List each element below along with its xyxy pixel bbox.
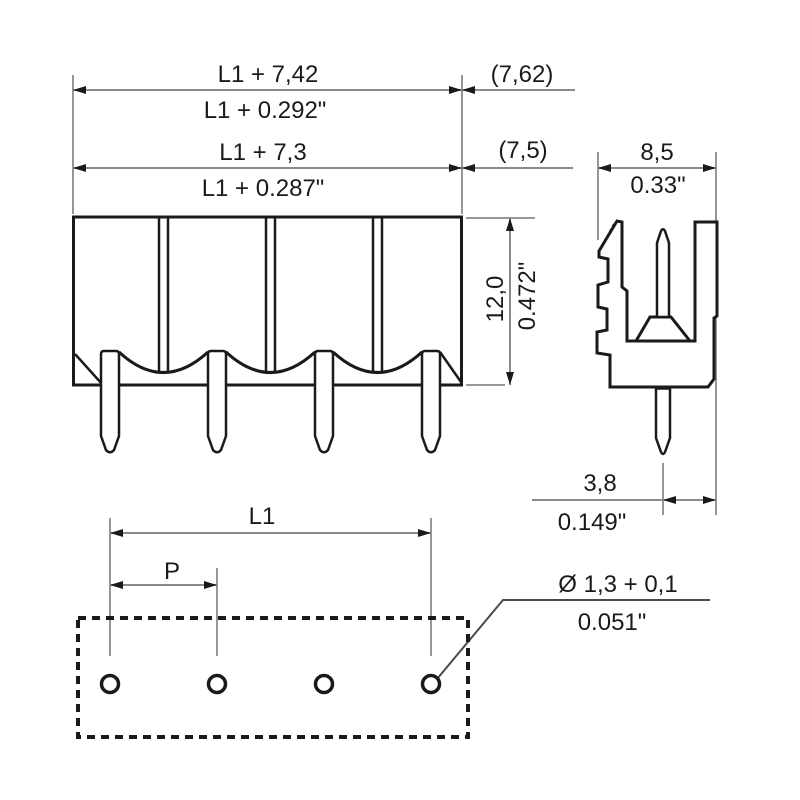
arrowhead: [703, 496, 716, 504]
front-view: [72, 215, 463, 454]
arrowhead: [449, 86, 462, 94]
label-depth-mm: 8,5: [640, 139, 673, 166]
side-body-profile: [595, 219, 719, 389]
arrowhead: [506, 372, 514, 385]
hole-diameter-leader: [436, 599, 710, 680]
partition-walls: [157, 218, 384, 372]
pin-3: [313, 349, 335, 454]
side-pin-lower: [654, 387, 672, 456]
label-overall-flange-mm: L1 + 7,42: [218, 61, 319, 88]
end-face-edge-left: [74, 353, 103, 385]
arrowhead: [703, 164, 716, 172]
connector-body: [72, 215, 463, 387]
label-overall-body-inch: L1 + 0.287": [202, 175, 325, 202]
label-pin-offset-mm: 3,8: [583, 470, 616, 497]
arrowhead: [110, 581, 123, 589]
arrowhead: [73, 164, 86, 172]
arrowhead: [449, 164, 462, 172]
funnel-arcs: [117, 350, 424, 374]
label-pitch-p: P: [164, 558, 180, 585]
label-hole-diameter-mm: Ø 1,3 + 0,1: [558, 571, 677, 598]
label-height-mm: 12,0: [482, 276, 509, 323]
drill-hole-1: [99, 673, 121, 695]
label-pitch-ref-75: (7,5): [498, 137, 547, 164]
side-view-dimensions: [532, 152, 717, 515]
drill-holes: [99, 673, 442, 695]
pin-seat: [634, 315, 692, 342]
pin-4: [420, 349, 442, 454]
drill-hole-2: [206, 673, 228, 695]
arrowhead: [110, 529, 123, 537]
pcb-outline: [76, 616, 470, 739]
solder-pins: [99, 349, 442, 454]
arrowhead: [598, 164, 611, 172]
arrowhead: [418, 529, 431, 537]
pin-2: [206, 349, 228, 454]
label-overall-flange-inch: L1 + 0.292": [204, 97, 327, 124]
front-view-dimensions: [72, 75, 575, 386]
drill-hole-4: [420, 673, 442, 695]
arrowhead: [663, 496, 676, 504]
label-overall-body-mm: L1 + 7,3: [219, 139, 306, 166]
label-depth-inch: 0.33": [630, 172, 685, 199]
side-pin-upper: [655, 228, 671, 319]
serration-detail: [600, 223, 615, 249]
arrowhead: [462, 86, 475, 94]
label-pin-offset-inch: 0.149": [558, 509, 627, 536]
side-view: [595, 219, 719, 456]
arrowhead: [204, 581, 217, 589]
arrowhead: [73, 86, 86, 94]
arrowhead: [506, 218, 514, 231]
pin-1: [99, 349, 121, 454]
label-hole-diameter-inch: 0.051": [578, 609, 647, 636]
label-pitch-ref-762: (7,62): [491, 61, 554, 88]
label-height-inch: 0.472": [514, 262, 541, 331]
end-face-edge-right: [438, 351, 463, 383]
drill-hole-3: [313, 673, 335, 695]
arrowhead: [462, 164, 475, 172]
label-span-l1: L1: [249, 503, 276, 530]
drill-plan: [76, 518, 710, 739]
dimension-labels: L1 + 7,42 L1 + 0.292" (7,62) L1 + 7,3 L1…: [164, 61, 686, 636]
